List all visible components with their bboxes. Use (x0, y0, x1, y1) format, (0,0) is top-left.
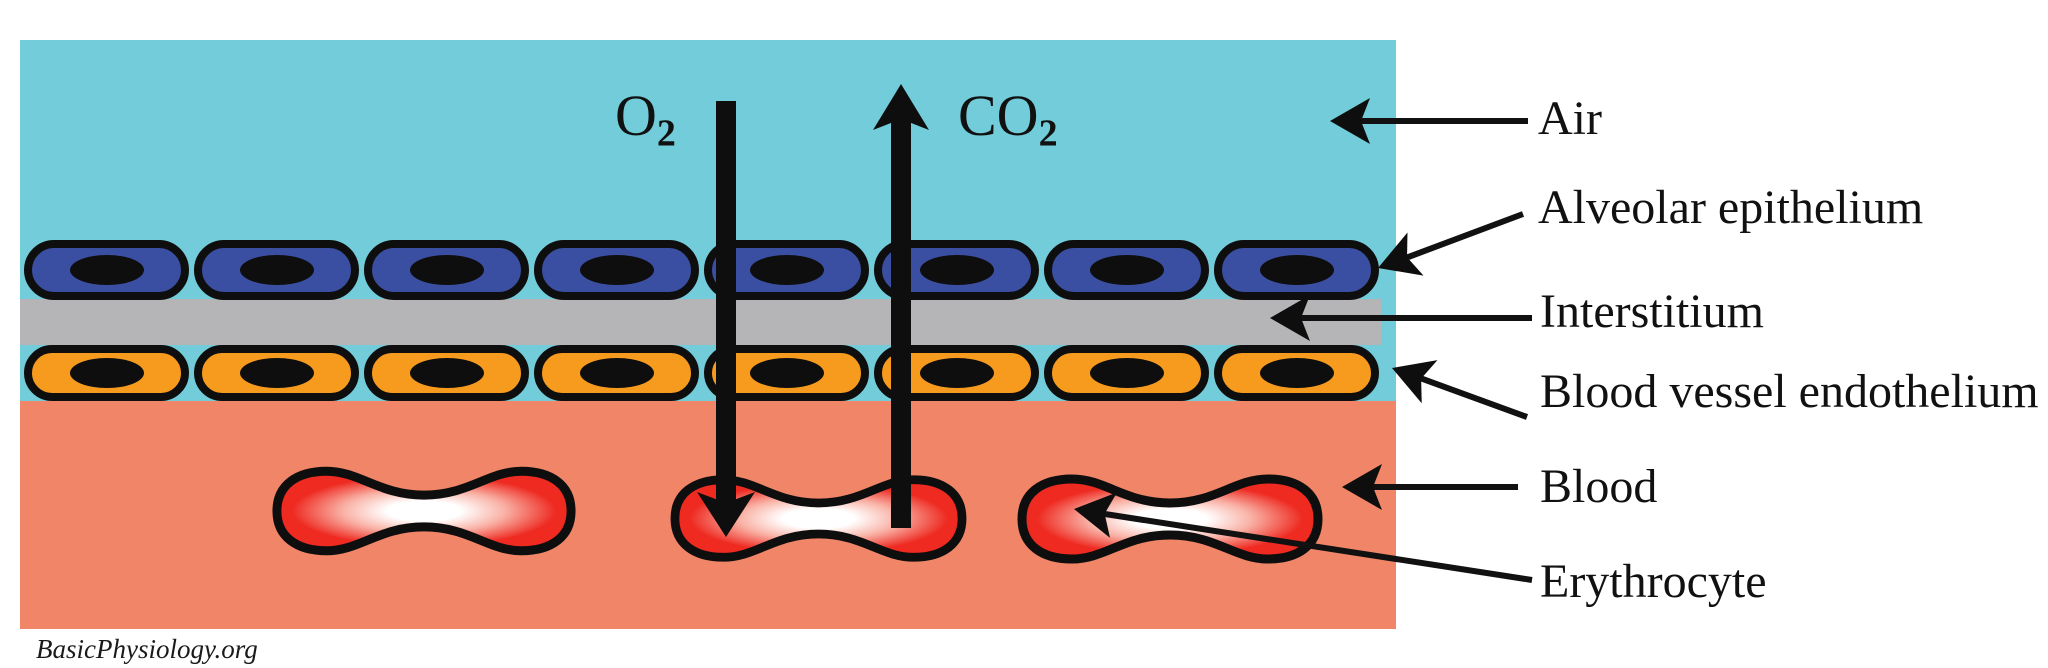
blood-region (20, 401, 1396, 629)
endothelial-cell (704, 345, 869, 401)
alveolar-callout-line (1393, 211, 1525, 265)
cell-nucleus (409, 358, 484, 388)
erythrocyte-label: Erythrocyte (1540, 555, 1767, 608)
epithelial-cell (1044, 240, 1209, 300)
cell-nucleus (239, 358, 314, 388)
o2-label: O2 (615, 83, 676, 153)
endothelial-cell (1214, 345, 1379, 401)
cell-nucleus (1089, 358, 1164, 388)
blood-vessel-endothelium-label: Blood vessel endothelium (1540, 365, 2039, 418)
endothelial-cell (534, 345, 699, 401)
epithelial-cell (1214, 240, 1379, 300)
interstitium-band (20, 299, 1381, 345)
blood-label: Blood (1540, 460, 1658, 513)
air-label: Air (1538, 92, 1602, 145)
cell-nucleus (749, 255, 824, 285)
cell-nucleus (749, 358, 824, 388)
cell-nucleus (579, 358, 654, 388)
epithelial-cell (24, 240, 189, 300)
o2-symbol: O (615, 83, 657, 148)
cell-nucleus (1089, 255, 1164, 285)
endothelial-cell (24, 345, 189, 401)
cell-nucleus (69, 255, 144, 285)
cell-nucleus (409, 255, 484, 285)
endothelium-callout-line (1407, 371, 1529, 420)
cell-nucleus (239, 255, 314, 285)
cell-nucleus (1259, 255, 1334, 285)
co2-symbol: CO (958, 83, 1039, 148)
cell-nucleus (919, 255, 994, 285)
epithelial-cell (534, 240, 699, 300)
cell-nucleus (69, 358, 144, 388)
endothelium-row (24, 345, 1379, 401)
co2-label: CO2 (958, 83, 1058, 153)
epithelial-cell (364, 240, 529, 300)
interstitium-label: Interstitium (1540, 285, 1764, 338)
epithelial-cell (704, 240, 869, 300)
alveolar-epithelium-row (24, 240, 1379, 300)
alveolar-epithelium-label: Alveolar epithelium (1538, 181, 1924, 234)
endothelial-cell (1044, 345, 1209, 401)
epithelial-cell (874, 240, 1039, 300)
cell-nucleus (579, 255, 654, 285)
cell-nucleus (919, 358, 994, 388)
endothelial-cell (874, 345, 1039, 401)
endothelial-cell (194, 345, 359, 401)
cell-nucleus (1259, 358, 1334, 388)
o2-subscript: 2 (656, 112, 676, 155)
epithelial-cell (194, 240, 359, 300)
endothelial-cell (364, 345, 529, 401)
watermark: BasicPhysiology.org (36, 634, 258, 664)
co2-subscript: 2 (1038, 112, 1058, 155)
